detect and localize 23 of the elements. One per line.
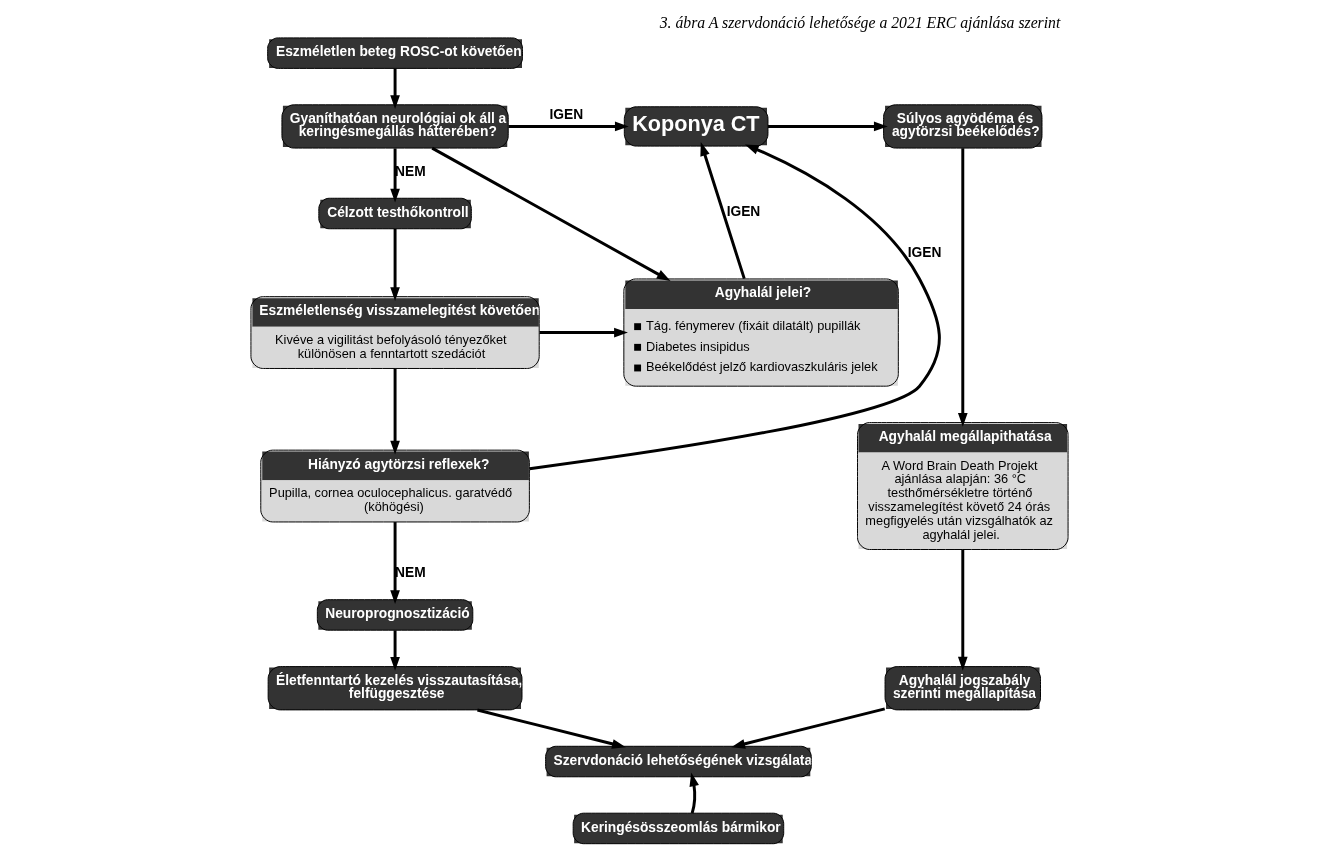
arrow [390, 522, 400, 605]
edge-label: IGEN [549, 106, 584, 122]
arrow [731, 707, 886, 749]
arrow [390, 68, 400, 109]
arrow [539, 327, 628, 338]
arrow [700, 142, 746, 280]
diagram-title: 3. ábra A szervdonáció lehetősége a 2021 ERC ajánlása szerint [659, 13, 1061, 31]
edge-label: IGEN [726, 204, 761, 220]
arrow [508, 121, 629, 132]
edge-label: IGEN [907, 244, 942, 260]
arrow [390, 228, 400, 301]
arrow [390, 630, 400, 671]
arrow [957, 148, 968, 427]
arrow [431, 146, 671, 282]
arrow [477, 708, 626, 749]
arrow [390, 368, 400, 455]
edge-label: NEM [395, 565, 426, 581]
arrow [390, 148, 400, 203]
arrow [689, 772, 699, 814]
arrow [957, 549, 968, 671]
arrow [768, 121, 888, 132]
edge-label: NEM [395, 163, 426, 179]
arrow [529, 144, 941, 471]
